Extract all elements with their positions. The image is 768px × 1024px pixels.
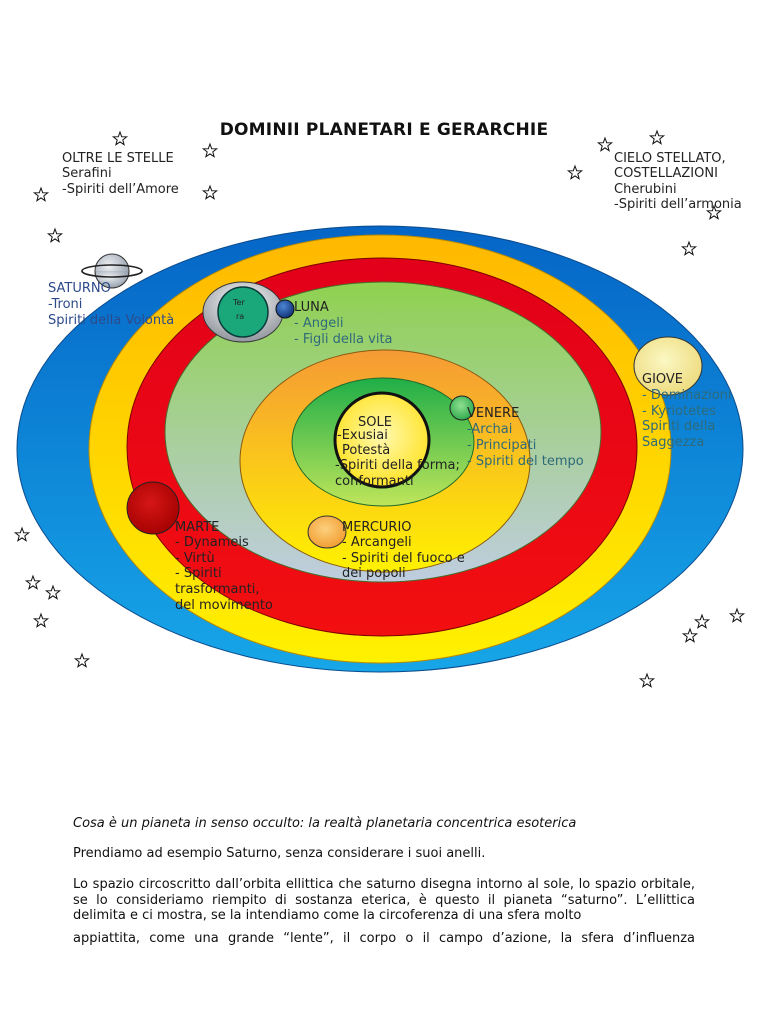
planetary-diagram: [13, 129, 746, 688]
caption-text: Cosa è un pianeta in senso occulto: la r…: [73, 816, 577, 831]
giove-name: GIOVE: [642, 372, 684, 387]
giove-line1: - Dominazioni: [642, 388, 732, 403]
venere-line1: -Archai: [467, 422, 513, 437]
star-icon: [32, 612, 50, 628]
saturno-line2: Spiriti della Volontà: [48, 313, 175, 328]
star-icon: [693, 613, 711, 629]
star-icon: [728, 607, 746, 623]
sole-line1: -Exusiai: [337, 428, 388, 443]
sun-circle: [333, 391, 431, 489]
mercurio-line3: dei popoli: [342, 566, 406, 581]
paragraph-2-last-line: appiattita, come una grande “lente”, il …: [73, 931, 695, 946]
paragraph-1: Prendiamo ad esempio Saturno, senza cons…: [73, 846, 486, 861]
giove-line2: - Kyriotetes: [642, 404, 716, 419]
oltre-line1: Serafini: [62, 166, 112, 181]
terra-line1: Ter: [233, 298, 245, 307]
star-icon: [111, 130, 129, 146]
marte-line5: del movimento: [175, 598, 273, 613]
sole-line2: Potestà: [342, 443, 391, 458]
star-icon: [73, 652, 91, 668]
sole-line4: conformanti: [335, 474, 414, 489]
venere-line2: - Principati: [467, 438, 537, 453]
terra-line2: ra: [236, 312, 245, 321]
star-icon: [648, 129, 666, 145]
star-icon: [596, 136, 614, 152]
giove-planet: [633, 336, 703, 396]
page-title: DOMINII PLANETARI E GERARCHIE: [219, 120, 549, 140]
cielo-name2: COSTELLAZIONI: [614, 166, 718, 181]
luna-line1: - Angeli: [294, 316, 344, 331]
sole-name: SOLE: [358, 415, 392, 430]
star-icon: [705, 204, 723, 220]
cielo-line1: Cherubini: [614, 182, 677, 197]
star-icon: [201, 142, 219, 158]
saturno-name: SATURNO: [48, 281, 111, 296]
luna-planet: [275, 299, 295, 319]
mercurio-line2: - Spiriti del fuoco e: [342, 551, 465, 566]
marte-line3: - Spiriti: [175, 566, 222, 581]
venere-line3: - Spiriti del tempo: [467, 454, 584, 469]
star-icon: [24, 574, 42, 590]
star-icon: [44, 584, 62, 600]
star-icon: [13, 526, 31, 542]
star-icon: [681, 627, 699, 643]
giove-line4: Saggezza: [642, 435, 705, 450]
mercurio-planet: [307, 515, 347, 549]
luna-name: LUNA: [294, 300, 329, 315]
terra-planet: [217, 286, 269, 338]
star-icon: [566, 164, 584, 180]
saturno-planet: [81, 253, 143, 289]
star-icon: [46, 227, 64, 243]
sole-line3: -Spiriti della forma;: [335, 458, 460, 473]
marte-line2: - Virtù: [175, 551, 215, 566]
mercurio-name: MERCURIO: [342, 520, 412, 535]
mercurio-line1: - Arcangeli: [342, 535, 412, 550]
cielo-line2: -Spiriti dell’armonia: [614, 197, 742, 212]
marte-planet: [126, 481, 180, 535]
oltre-line2: -Spiriti dell’Amore: [62, 182, 179, 197]
oltre-name: OLTRE LE STELLE: [62, 151, 174, 166]
luna-line2: - Figli della vita: [294, 332, 393, 347]
venere-name: VENERE: [467, 406, 520, 421]
marte-line4: trasformanti,: [175, 582, 260, 597]
stars-group: [13, 129, 746, 688]
marte-line1: - Dynameis: [175, 535, 249, 550]
cielo-name1: CIELO STELLATO,: [614, 151, 726, 166]
marte-name: MARTE: [175, 520, 220, 535]
star-icon: [32, 186, 50, 202]
star-icon: [680, 240, 698, 256]
paragraph-2: Lo spazio circoscritto dall’orbita ellit…: [73, 877, 695, 923]
saturno-line1: -Troni: [48, 297, 83, 312]
star-icon: [201, 184, 219, 200]
venere-planet: [449, 395, 475, 421]
star-icon: [638, 672, 656, 688]
giove-line3: Spiriti della: [642, 419, 716, 434]
